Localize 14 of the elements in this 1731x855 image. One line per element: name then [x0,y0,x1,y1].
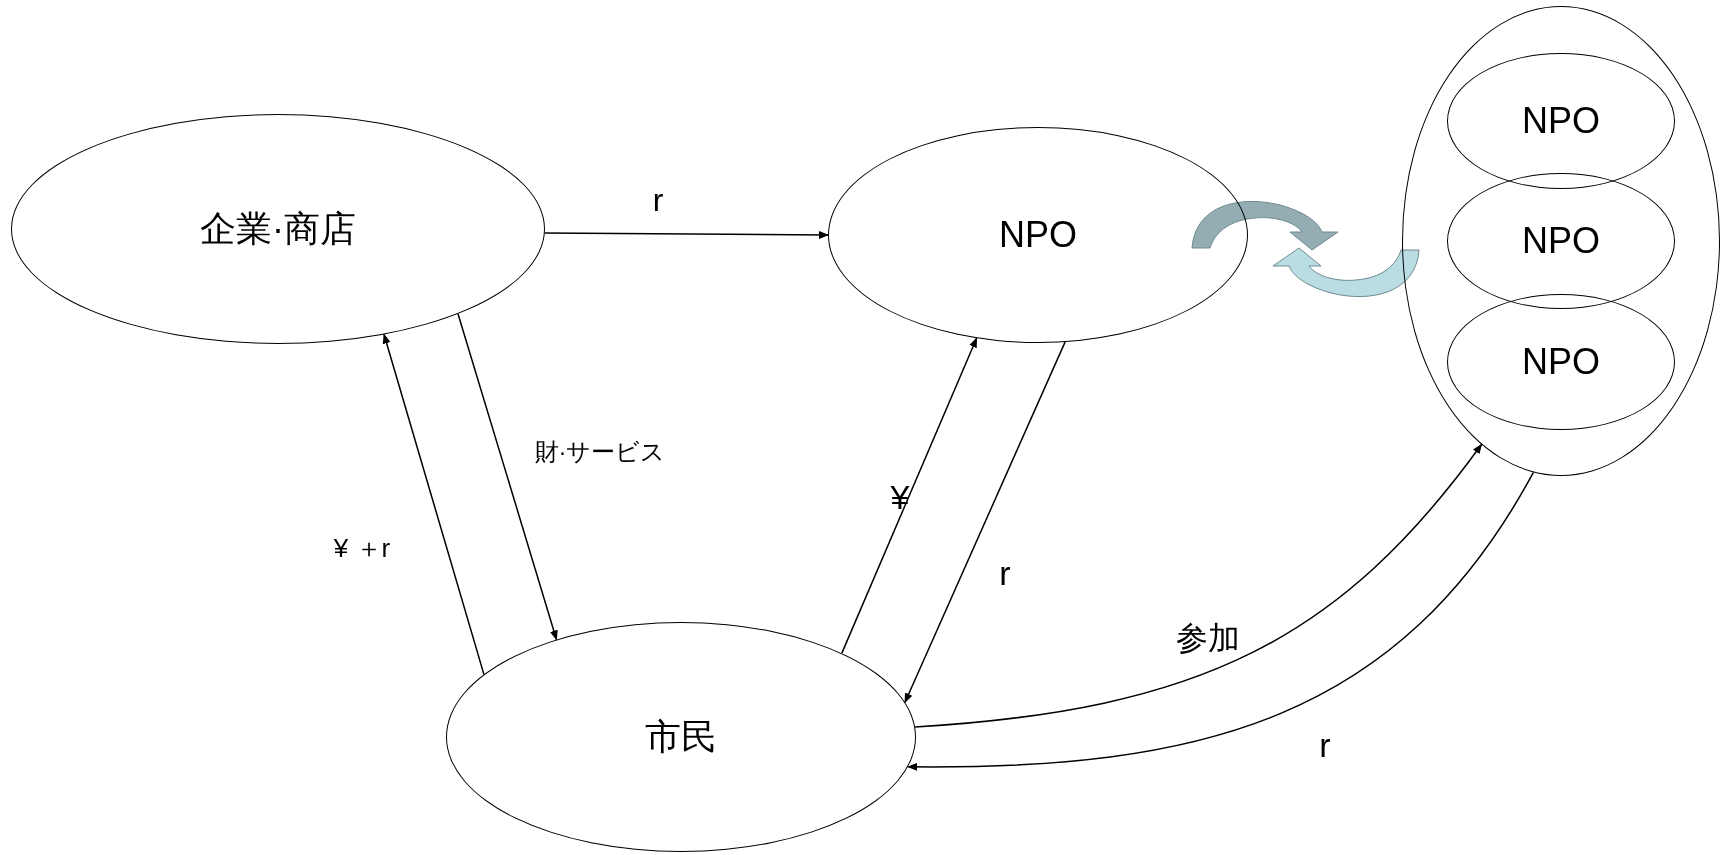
arrow [841,337,978,654]
edge-label: 参加 [1176,619,1240,658]
edge-label: 財·サービス [534,437,666,467]
arrow [382,333,485,676]
arrow [907,471,1535,771]
arrow [914,443,1483,728]
arrow [457,313,558,641]
edge-label: r [999,552,1011,594]
edge-label: r [652,181,664,220]
arrow [544,230,829,239]
edge-label: r [1319,724,1331,766]
edge-label: ¥ ＋r [333,531,391,565]
arrow [904,341,1066,704]
edge-label: ¥ [890,476,910,518]
